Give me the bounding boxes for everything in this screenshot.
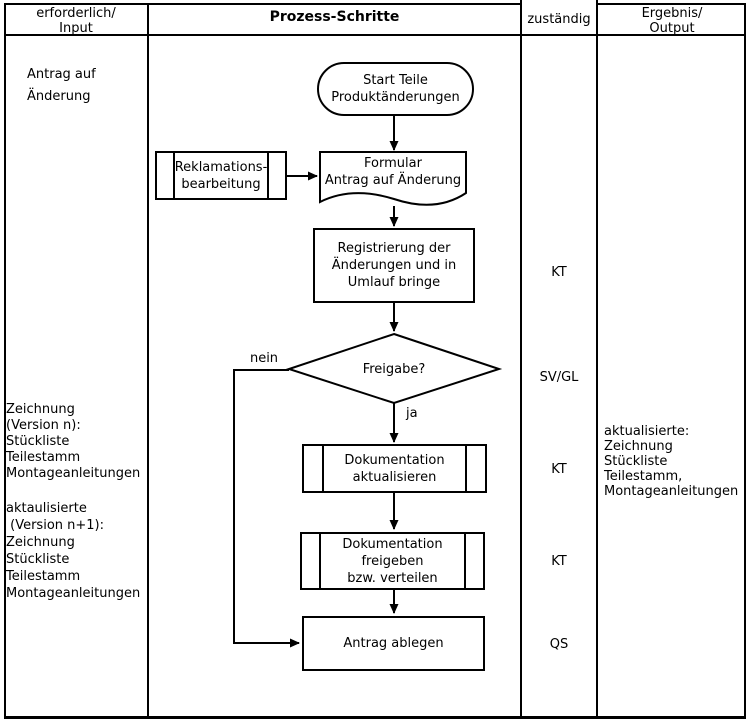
process-antrag-ablegen: Antrag ablegen (302, 616, 485, 671)
process-registrierung: Registrierung der Änderungen und in Umla… (313, 228, 475, 303)
formular-document-label: Formular Antrag auf Änderung (324, 156, 462, 188)
start-terminator: Start Teile Produktänderungen (317, 62, 474, 116)
arrow-decision-nein-to-antrag-ablegen (233, 369, 300, 648)
responsible-label-svgl: SV/GL (539, 370, 579, 385)
header-process-column: Prozess-Schritte (269, 9, 400, 25)
column-divider-responsible-output (596, 0, 598, 719)
predefined-process-dok-aktualisieren: Dokumentation aktualisieren (302, 444, 487, 493)
inner-bar-left (322, 446, 324, 491)
inner-bar-right (465, 446, 467, 491)
header-divider-line (4, 34, 746, 36)
responsible-label-kt-2: KT (551, 462, 567, 477)
header-responsible-column: zuständig (527, 12, 591, 27)
decision-freigabe-label: Freigabe? (362, 362, 426, 377)
output-text-aktualisiert: aktualisierte: Zeichnung Stückliste Teil… (604, 424, 739, 499)
branch-label-nein: nein (249, 351, 279, 366)
input-text-version-n: Zeichnung (Version n): Stückliste Teiles… (6, 402, 141, 481)
column-divider-process-responsible (520, 0, 522, 719)
dok-freigeben-label: Dokumentation freigeben bzw. verteilen (342, 536, 443, 586)
reklamation-label: Reklamations- bearbeitung (174, 159, 268, 192)
responsible-label-qs: QS (549, 637, 569, 652)
branch-label-ja: ja (406, 406, 418, 421)
column-divider-input-process (147, 3, 149, 719)
table-border-right (744, 3, 746, 719)
table-border-top-left-segment (4, 3, 521, 5)
start-terminator-label: Start Teile Produktänderungen (331, 73, 460, 105)
document-shape-formular (319, 151, 467, 206)
header-output-column: Ergebnis/ Output (641, 6, 703, 36)
predefined-process-dok-freigeben: Dokumentation freigeben bzw. verteilen (300, 532, 485, 590)
inner-bar-right (267, 153, 269, 198)
dok-aktualisieren-label: Dokumentation aktualisieren (344, 452, 445, 485)
predefined-process-reklamation: Reklamations- bearbeitung (155, 151, 287, 200)
input-text-antrag: Antrag auf Änderung (27, 67, 96, 104)
responsible-label-kt-1: KT (551, 265, 567, 280)
inner-bar-left (173, 153, 175, 198)
inner-bar-left (319, 534, 321, 588)
registrierung-label: Registrierung der Änderungen und in Umla… (331, 241, 457, 290)
table-border-left (4, 3, 6, 719)
input-text-version-n1: aktaulisierte (Version n+1): Zeichnung S… (6, 501, 141, 601)
inner-bar-right (464, 534, 466, 588)
antrag-ablegen-label: Antrag ablegen (343, 636, 444, 651)
table-border-bottom (4, 716, 746, 719)
header-input-column: erforderlich/ Input (36, 6, 116, 36)
responsible-label-kt-3: KT (551, 554, 567, 569)
table-border-top-right-segment (597, 3, 746, 5)
